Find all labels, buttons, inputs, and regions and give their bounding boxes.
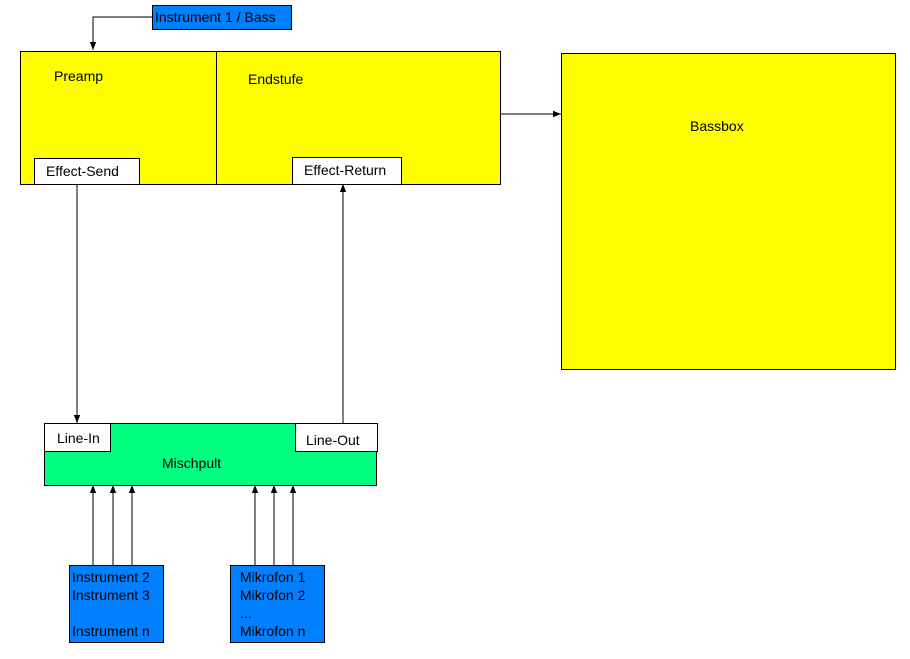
mischpult-box: Mischpult Line-In Line-Out — [44, 423, 378, 486]
mikrofone-box: Mikrofon 1 Mikrofon 2 ... Mikrofon n — [230, 565, 325, 643]
bassbox-box: Bassbox — [561, 53, 896, 370]
mikrofon-line: Mikrofon n — [240, 623, 306, 639]
arrow-bass-to-preamp — [89, 16, 152, 50]
effect-return-port: Effect-Return — [292, 157, 402, 185]
mikrofon-line: Mikrofon 2 — [240, 587, 306, 603]
instruments-box: Instrument 2 Instrument 3 Instrument n — [69, 565, 164, 643]
effect-send-label: Effect-Send — [46, 163, 119, 179]
endstufe-box: Endstufe Effect-Return — [216, 51, 501, 185]
mikrofon-line: Mikrofon 1 — [240, 569, 306, 585]
mikrofon-line: ... — [240, 605, 252, 621]
instrument-line: Instrument 2 — [72, 569, 150, 585]
line-out-label: Line-Out — [306, 432, 360, 448]
line-in-label: Line-In — [57, 430, 100, 446]
instrument-bass-box: Instrument 1 / Bass — [152, 5, 292, 30]
preamp-box: Preamp Effect-Send — [20, 51, 217, 185]
instrument-line: Instrument n — [72, 623, 150, 639]
instrument-bass-label: Instrument 1 / Bass — [155, 9, 276, 25]
line-out-port: Line-Out — [295, 423, 378, 452]
instrument-line — [72, 604, 163, 622]
mischpult-label: Mischpult — [162, 455, 222, 471]
instrument-line: Instrument 3 — [72, 587, 150, 603]
line-in-port: Line-In — [44, 423, 111, 452]
endstufe-label: Endstufe — [248, 71, 304, 87]
preamp-label: Preamp — [54, 68, 104, 84]
effect-return-label: Effect-Return — [304, 162, 387, 178]
effect-send-port: Effect-Send — [34, 158, 140, 185]
bassbox-label: Bassbox — [690, 118, 744, 134]
